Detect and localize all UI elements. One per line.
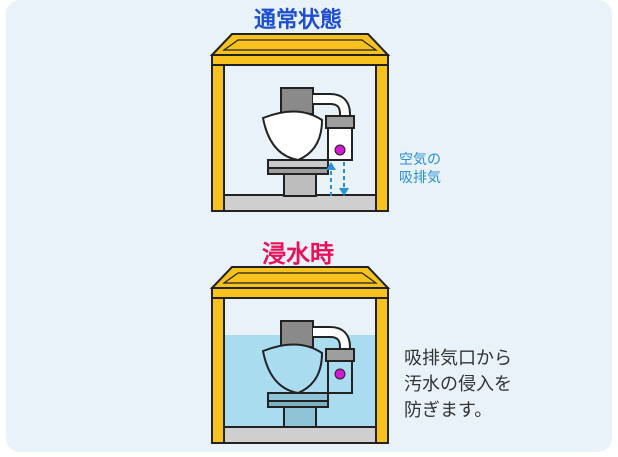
air-arrow-icon [326,162,349,196]
toilet-icon [261,320,329,408]
valve-icon [325,115,355,161]
valve-icon [325,348,355,394]
toilet-icon [261,87,329,175]
normal-drain-stand [283,171,317,197]
flood-protection-line1: 吸排気口から [404,348,512,369]
flood-protection-line3: 防ぎます。 [404,400,493,421]
air-exchange-line2: 吸排気 [399,170,441,186]
normal-state-title: 通常状態 [253,8,342,33]
air-exchange-line1: 空気の [399,152,441,168]
flood-left-pillar [211,287,225,444]
flood-right-pillar [375,287,389,444]
air-exchange-label: 空気の 吸排気 [399,151,441,187]
flood-roof [209,266,391,289]
flood-protection-label: 吸排気口から 汚水の侵入を 防ぎます。 [404,346,512,424]
flood-drain-stand [283,404,317,428]
flood-state-title: 浸水時 [262,240,334,268]
flood-floor [219,426,381,444]
flood-protection-line2: 汚水の侵入を [404,374,512,395]
